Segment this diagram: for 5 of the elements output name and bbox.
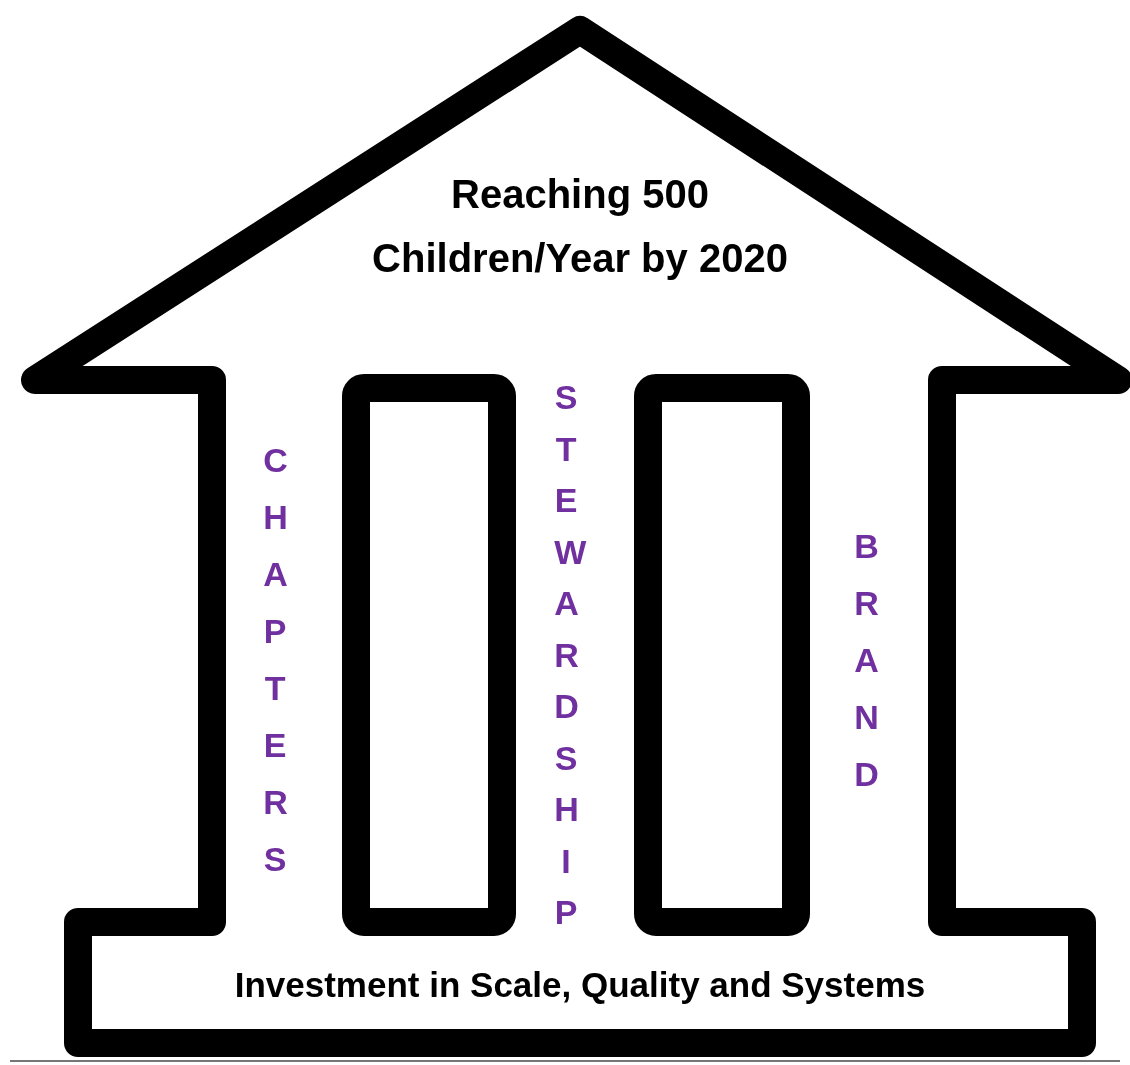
pillar-label: STEWARDSHIP [553,377,589,933]
pillar-label: BRAND [853,526,889,795]
pillar-label: CHAPTERS [262,440,298,880]
base-text: Investment in Scale, Quality and Systems [120,962,1040,1008]
roof-title: Reaching 500 Children/Year by 2020 [320,162,840,290]
